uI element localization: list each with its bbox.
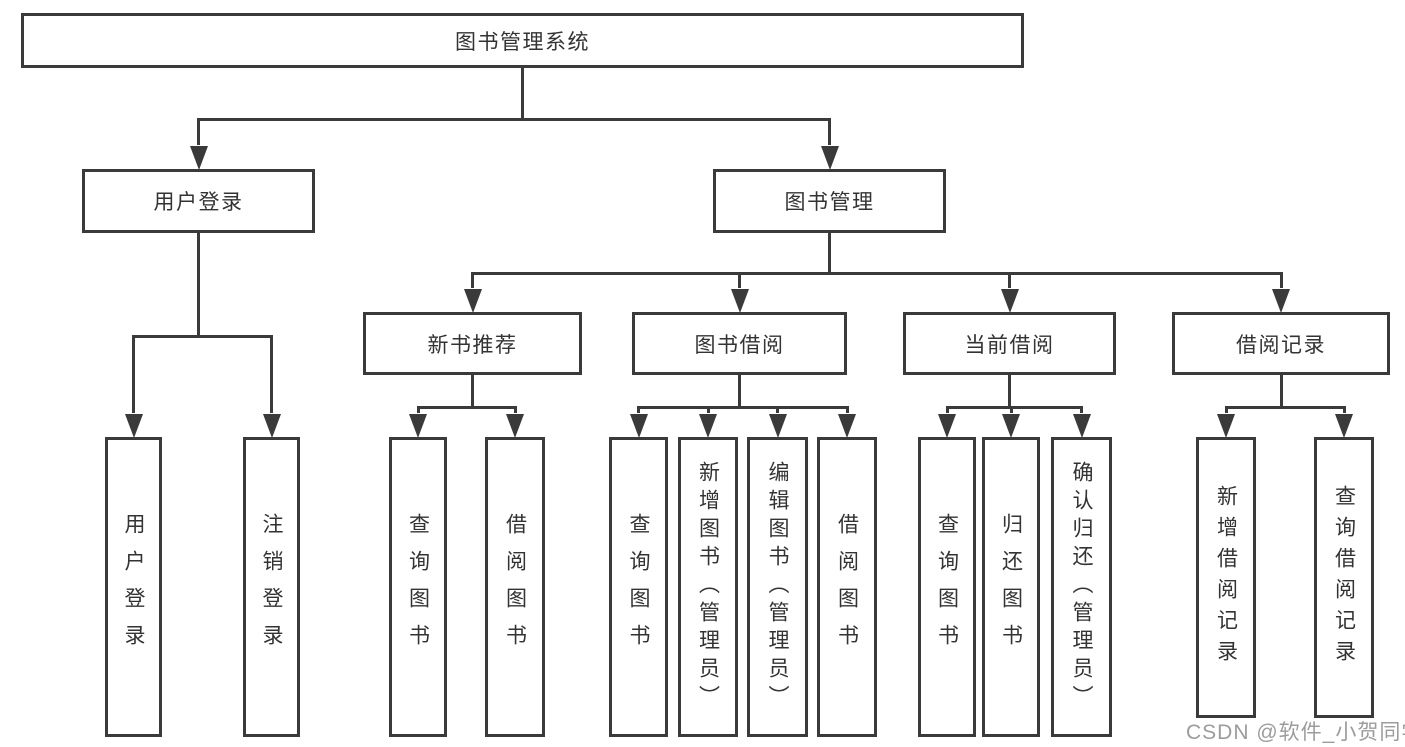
node-label: 新书推荐 — [427, 333, 518, 357]
connector-line — [637, 406, 849, 409]
node-current-borrow: 当前借阅 — [903, 312, 1116, 375]
node-br-add: 新增借阅记录 — [1196, 437, 1256, 718]
arrow-down-icon — [838, 414, 856, 438]
arrow-down-icon — [124, 414, 143, 438]
node-nb-borrow: 借阅图书 — [485, 437, 545, 737]
node-user-login: 用户登录 — [82, 169, 315, 233]
arrow-down-icon — [1272, 289, 1290, 313]
arrow-down-icon — [409, 414, 427, 438]
node-bb-edit: 编辑图书（管理员） — [747, 437, 808, 737]
arrow-down-icon — [262, 414, 281, 438]
node-label: 归还图书 — [999, 513, 1023, 661]
node-label: 用户登录 — [153, 191, 244, 214]
node-label: 图书借阅 — [694, 333, 785, 357]
csdn-watermark: CSDN @软件_小贺同学 — [1186, 721, 1405, 744]
node-ul-logout: 注销登录 — [243, 437, 300, 737]
connector-line — [738, 272, 741, 288]
node-label: 查询图书 — [627, 513, 650, 661]
arrow-down-icon — [189, 146, 208, 170]
node-label: 查询图书 — [406, 513, 430, 661]
node-label: 用户登录 — [122, 513, 145, 661]
connector-line — [1008, 375, 1011, 409]
node-label: 借阅图书 — [835, 513, 859, 661]
arrow-down-icon — [938, 414, 956, 438]
node-root: 图书管理系统 — [21, 13, 1024, 68]
connector-line — [1009, 406, 1013, 413]
arrow-down-icon — [506, 414, 524, 438]
node-label: 查询图书 — [935, 513, 959, 661]
connector-line — [513, 406, 517, 413]
node-ul-login: 用户登录 — [105, 437, 162, 737]
node-label: 编辑图书（管理员） — [766, 461, 789, 713]
connector-line — [706, 406, 710, 413]
connector-line — [1224, 406, 1228, 413]
connector-line — [776, 406, 779, 413]
node-book-mgmt: 图书管理 — [713, 169, 946, 233]
node-label: 查询借阅记录 — [1332, 484, 1356, 671]
arrow-down-icon — [699, 414, 717, 438]
connector-line — [521, 68, 524, 121]
connector-line — [1080, 406, 1083, 413]
node-label: 新增图书（管理员） — [696, 461, 720, 713]
arrow-down-icon — [1000, 289, 1019, 313]
connector-line — [197, 233, 200, 338]
node-bb-add: 新增图书（管理员） — [678, 437, 738, 737]
node-label: 图书管理系统 — [455, 30, 590, 54]
node-label: 借阅图书 — [503, 513, 527, 661]
connector-line — [416, 406, 517, 409]
connector-line — [1279, 375, 1283, 409]
node-bb-query: 查询图书 — [609, 437, 668, 737]
node-label: 当前借阅 — [964, 333, 1055, 357]
node-cb-confirm: 确认归还（管理员） — [1051, 437, 1112, 737]
connector-line — [270, 335, 273, 413]
arrow-down-icon — [768, 414, 787, 438]
connector-line — [471, 272, 474, 288]
connector-line — [471, 375, 474, 409]
node-borrow-record: 借阅记录 — [1172, 312, 1390, 375]
node-nb-query: 查询图书 — [389, 437, 447, 737]
connector-line — [945, 406, 949, 413]
node-bb-borrow: 借阅图书 — [817, 437, 877, 737]
arrow-down-icon — [463, 289, 482, 313]
node-new-book: 新书推荐 — [363, 312, 582, 375]
connector-line — [1342, 406, 1346, 413]
connector-line — [1224, 406, 1346, 409]
connector-line — [1279, 272, 1283, 288]
connector-line — [197, 118, 200, 145]
connector-line — [197, 118, 831, 121]
node-label: 新增借阅记录 — [1214, 484, 1238, 671]
connector-line — [845, 406, 849, 413]
arrow-down-icon — [629, 414, 648, 438]
connector-line — [132, 335, 135, 413]
node-label: 图书管理 — [784, 191, 875, 214]
arrow-down-icon — [1072, 414, 1091, 438]
connector-line — [828, 233, 831, 275]
connector-line — [471, 272, 1283, 275]
arrow-down-icon — [1335, 414, 1353, 438]
connector-line — [738, 375, 741, 409]
node-label: 确认归还（管理员） — [1070, 461, 1093, 713]
connector-line — [132, 335, 273, 338]
arrow-down-icon — [1217, 414, 1235, 438]
arrow-down-icon — [1002, 414, 1020, 438]
connector-line — [416, 406, 420, 413]
arrow-down-icon — [730, 289, 749, 313]
connector-line — [1008, 272, 1011, 288]
node-label: 注销登录 — [260, 513, 283, 661]
node-br-query: 查询借阅记录 — [1314, 437, 1374, 718]
arrow-down-icon — [820, 146, 839, 170]
connector-line — [828, 118, 831, 145]
node-cb-query: 查询图书 — [918, 437, 976, 737]
connector-line — [637, 406, 640, 413]
connector-line — [945, 406, 1083, 409]
node-label: 借阅记录 — [1236, 333, 1326, 357]
node-book-borrow: 图书借阅 — [632, 312, 847, 375]
node-cb-return: 归还图书 — [982, 437, 1040, 737]
